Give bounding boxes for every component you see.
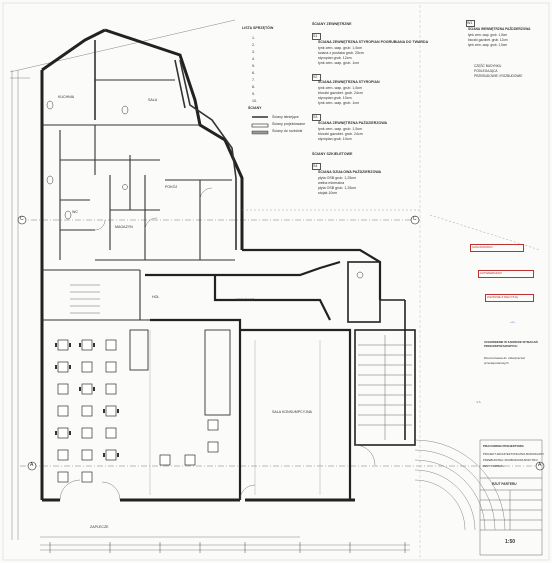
room-label: POKÓJ [165,185,178,189]
legend-title: LISTA SPRZĘTÓW [242,26,274,30]
legend-wall-new: Ściany projektowane [272,122,306,126]
w1-layer: tynk cem.-wap. grub. 1,5cm [468,33,508,37]
legend-item: 8. [252,85,255,89]
grid-label-c-right: C [413,216,417,222]
title-block-sheet: RZUT PARTERU [492,482,517,486]
w1-tag-box: W1 [466,20,475,27]
approval-stamp: ZGODNIE Z DECYZJĄ [485,294,534,302]
s3-layer: styropian grub. 10cm [318,137,352,141]
s3-tag: S3 [313,115,318,119]
s1-tag-box: S1 [312,33,321,40]
legend-item: 3. [252,50,255,54]
s1-title: ŚCIANA ZEWNĘTRZNA STYROPIAN POGRUBIANA D… [318,40,429,44]
room-label: KORYTARZ [235,298,255,302]
title-block-scale: 1:50 [505,539,516,545]
grid-label-a-left: A [30,462,34,468]
title-block-company: PRACOWNIA PROJEKTOWA [483,444,524,448]
w1-layer: tynk cem.-wap. grub. 1,5cm [468,43,508,47]
room-label: MAGAZYN [115,225,133,229]
part-note: CZĘŚĆ BUDYNKU [474,64,502,68]
signature-mark: ~≈~ [510,320,516,324]
s3-title: ŚCIANA ZEWNĘTRZNA PAŹDZIERZOWA [318,121,388,125]
grid-label-c-left: C [20,216,24,222]
s3-layer: tynk cem.-wap. grub. 1,5cm [318,127,363,131]
legend-item: 9. [252,92,255,96]
room-label: KUCHNIA [58,95,75,99]
s3-tag-box: S3 [312,114,321,121]
grid-label-a-right: A [538,462,542,468]
w1-tag: W1 [467,21,473,25]
w1-layer: bloczki gazobet. grub. 12cm [468,38,508,42]
title-block-line: PROJEKT ARCHITEKTONICZNO-BUDOWLANY [483,452,545,456]
legend-item: 1. [252,36,255,40]
s4-layer: stojak 10cm [318,191,338,195]
room-label: SALA [148,98,158,102]
fire-approval-line: przeciwpożarowych [484,361,509,365]
approval-stamp: ZATWIERDZAM [478,270,534,278]
room-label: SALA KONSUMPCYJNA [272,410,312,414]
s2-layer: tynk cem.-wap. grub. 1cm [318,101,360,105]
s4-layer: płyta OSB grub. 1,25cm [318,176,357,180]
s1-layer: styropian grub. 12cm [318,56,352,60]
legend-item: 5. [252,64,255,68]
approval-stamp: UZGODNIONO [470,244,524,252]
room-label: ZAPLECZE [90,525,109,529]
legend-item: 10. [252,99,257,103]
s1-layer: tynk cem.-wap. grub. 1,5cm [318,46,363,50]
s1-layer: ściana z pustaka grub. 25cm [318,51,364,55]
s2-layer: bloczki gazobet. grub. 24cm [318,91,363,95]
s2-layer: styropian grub. 10cm [318,96,352,100]
s4-tag-box: S4 [312,163,321,170]
legend-item: 6. [252,71,255,75]
legend-wall-demolish: Ściany do rozbiórki [272,129,303,133]
s2-title: ŚCIANA ZEWNĘTRZNA STYROPIAN [318,80,380,84]
legend-wall-existing: Ściany istniejące [272,115,299,119]
title-block-line: RZUT PARTERU [483,464,505,468]
int-walls-title: ŚCIANY SZKIELETOWE [312,152,353,156]
ext-walls-title: ŚCIANY ZEWNĘTRZNE [312,22,352,26]
s4-layer: płyta OSB grub. 1,25cm [318,186,357,190]
s4-title: ŚCIANA DZIAŁOWA PAŹDZIERZOWA [318,170,382,174]
s1-tag: S1 [313,34,318,38]
fire-approval-title: UZGODNIENIE W ZAKRESIE WYMAGAŃ PRZECIWPO… [484,340,538,349]
legend-item: 7. [252,78,255,82]
fire-approval-line: Rzeczoznawca ds. zabezpieczeń [484,356,526,360]
legend-item: 2. [252,43,255,47]
s2-tag: S2 [313,75,318,79]
s2-tag-box: S2 [312,74,321,81]
signature-mark: ∿∿ [476,400,482,404]
legend-item: 4. [252,57,255,61]
room-label: HOL [152,295,160,299]
s4-layer: wełna mineralna [318,181,345,185]
room-label: WC [72,210,78,214]
s1-layer: tynk cem.-wap. grub. 1cm [318,61,360,65]
legend-walls-title: ŚCIANY [248,106,262,110]
title-block-line: PRZEBUDOWA I ROZBUDOWA BUDYNKU [483,458,538,462]
s3-layer: bloczki gazobet. grub. 24cm [318,132,363,136]
s2-layer: tynk cem.-wap. grub. 1,5cm [318,86,363,90]
part-note: PRZEBUDOWIE I ROZBUDOWIE [474,74,523,78]
s4-tag: S4 [313,164,318,168]
part-note: PODLEGAJĄCA [474,69,498,73]
w1-title: ŚCIANA WEWNĘTRZNA PAŹDZIERZOWA [468,27,531,31]
